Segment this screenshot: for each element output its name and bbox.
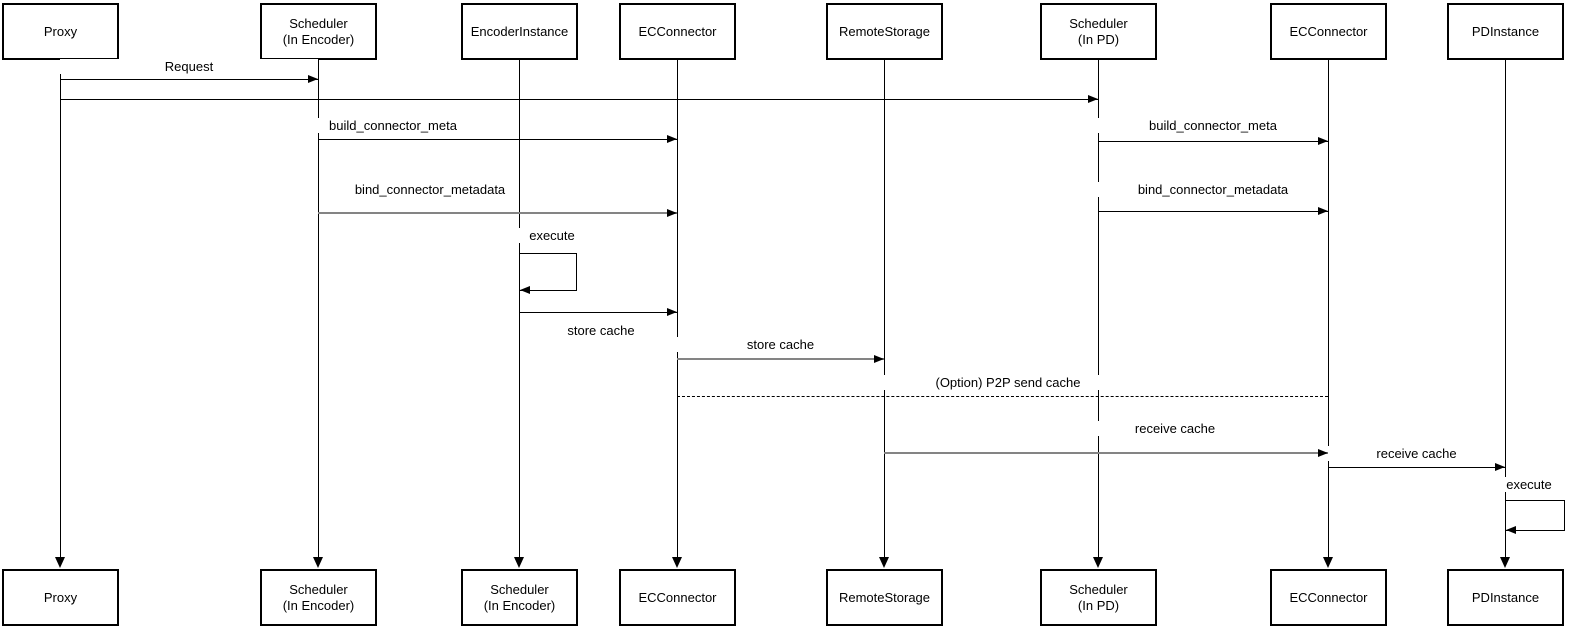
lifeline-pd-instance bbox=[1505, 60, 1506, 558]
lifeline-arrowhead-scheduler-in-pd bbox=[1093, 557, 1103, 568]
top-box-scheduler-in-encoder: Scheduler (In Encoder) bbox=[260, 3, 377, 60]
message-p2p-send-cache-line bbox=[677, 396, 1328, 397]
bottom-box-scheduler-in-encoder: Scheduler (In Encoder) bbox=[260, 569, 377, 626]
top-box-remote-storage-label: RemoteStorage bbox=[838, 23, 931, 39]
message-receive-cache-remote-label: receive cache bbox=[1095, 421, 1255, 436]
lifeline-scheduler-in-encoder bbox=[318, 60, 319, 558]
message-execute-encoder-loop bbox=[519, 253, 577, 291]
top-box-ec-connector-pd-label: ECConnector bbox=[1289, 23, 1368, 39]
top-box-pd-instance: PDInstance bbox=[1447, 3, 1564, 60]
lifeline-encoder-instance bbox=[519, 60, 520, 558]
bottom-box-scheduler-in-pd: Scheduler (In PD) bbox=[1040, 569, 1157, 626]
message-request-line bbox=[60, 79, 318, 80]
message-bind-connector-metadata-pd-line bbox=[1098, 211, 1328, 212]
message-receive-cache-remote-arrowhead bbox=[1318, 449, 1328, 457]
message-execute-pd-loop bbox=[1505, 500, 1565, 531]
message-execute-encoder-arrowhead bbox=[520, 286, 530, 294]
message-request-label: Request bbox=[60, 59, 318, 74]
message-store-cache-encoder-line bbox=[519, 312, 677, 313]
message-store-cache-encoder-label: store cache bbox=[541, 323, 661, 338]
message-receive-cache-pd-line bbox=[1328, 467, 1505, 468]
top-box-ec-connector-encoder-label: ECConnector bbox=[638, 23, 717, 39]
message-build-connector-meta-pd-line bbox=[1098, 141, 1328, 142]
message-bind-connector-metadata-encoder-label: bind_connector_metadata bbox=[350, 182, 510, 197]
bottom-box-pd-instance: PDInstance bbox=[1447, 569, 1564, 626]
top-box-pd-instance-label: PDInstance bbox=[1471, 23, 1540, 39]
message-receive-cache-pd-label: receive cache bbox=[1328, 446, 1505, 461]
message-build-connector-meta-pd-arrowhead bbox=[1318, 137, 1328, 145]
message-p2p-send-cache-label: (Option) P2P send cache bbox=[878, 375, 1138, 390]
bottom-box-pd-instance-label: PDInstance bbox=[1471, 589, 1540, 605]
message-execute-pd-arrowhead bbox=[1506, 526, 1516, 534]
message-bind-connector-metadata-encoder-arrowhead bbox=[667, 209, 677, 217]
lifeline-arrowhead-remote-storage bbox=[879, 557, 889, 568]
message-bind-connector-metadata-pd-arrowhead bbox=[1318, 207, 1328, 215]
lifeline-arrowhead-pd-instance bbox=[1500, 557, 1510, 568]
message-execute-pd-label: execute bbox=[1499, 477, 1559, 492]
top-box-proxy: Proxy bbox=[2, 3, 119, 60]
top-box-encoder-instance-label: EncoderInstance bbox=[470, 23, 569, 39]
message-store-cache-remote-label: store cache bbox=[677, 337, 884, 352]
bottom-box-ec-connector-encoder-label: ECConnector bbox=[638, 589, 717, 605]
bottom-box-remote-storage: RemoteStorage bbox=[826, 569, 943, 626]
message-receive-cache-pd-arrowhead bbox=[1495, 463, 1505, 471]
message-store-cache-remote-line bbox=[677, 358, 884, 360]
message-store-cache-remote-arrowhead bbox=[874, 355, 884, 363]
lifeline-arrowhead-encoder-instance bbox=[514, 557, 524, 568]
message-execute-encoder-label: execute bbox=[519, 228, 585, 243]
bottom-box-ec-connector-pd: ECConnector bbox=[1270, 569, 1387, 626]
top-box-remote-storage: RemoteStorage bbox=[826, 3, 943, 60]
top-box-scheduler-in-encoder-label: Scheduler (In Encoder) bbox=[282, 15, 355, 47]
lifeline-ec-connector-encoder bbox=[677, 60, 678, 558]
bottom-box-scheduler-in-encoder-label: Scheduler (In Encoder) bbox=[282, 581, 355, 613]
message-store-cache-encoder-arrowhead bbox=[667, 308, 677, 316]
bottom-box-proxy-label: Proxy bbox=[43, 589, 78, 605]
top-box-ec-connector-encoder: ECConnector bbox=[619, 3, 736, 60]
lifeline-arrowhead-ec-connector-encoder bbox=[672, 557, 682, 568]
lifeline-proxy bbox=[60, 60, 61, 558]
lifeline-arrowhead-ec-connector-pd bbox=[1323, 557, 1333, 568]
message-proxy-to-scheduler-pd-arrowhead bbox=[1088, 95, 1098, 103]
bottom-box-proxy: Proxy bbox=[2, 569, 119, 626]
top-box-scheduler-in-pd-label: Scheduler (In PD) bbox=[1069, 15, 1128, 47]
bottom-box-scheduler-in-pd-label: Scheduler (In PD) bbox=[1069, 581, 1128, 613]
top-box-encoder-instance: EncoderInstance bbox=[461, 3, 578, 60]
bottom-box-ec-connector-pd-label: ECConnector bbox=[1289, 589, 1368, 605]
lifeline-remote-storage bbox=[884, 60, 885, 558]
message-request-arrowhead bbox=[308, 75, 318, 83]
message-receive-cache-remote-line bbox=[884, 452, 1328, 454]
bottom-box-encoder-instance-label: Scheduler (In Encoder) bbox=[483, 581, 556, 613]
message-build-connector-meta-encoder-label: build_connector_meta bbox=[313, 118, 473, 133]
bottom-box-encoder-instance: Scheduler (In Encoder) bbox=[461, 569, 578, 626]
lifeline-arrowhead-scheduler-in-encoder bbox=[313, 557, 323, 568]
top-box-scheduler-in-pd: Scheduler (In PD) bbox=[1040, 3, 1157, 60]
message-bind-connector-metadata-pd-label: bind_connector_metadata bbox=[1098, 182, 1328, 197]
top-box-proxy-label: Proxy bbox=[43, 23, 78, 39]
message-build-connector-meta-encoder-line bbox=[318, 139, 677, 140]
lifeline-arrowhead-proxy bbox=[55, 557, 65, 568]
bottom-box-remote-storage-label: RemoteStorage bbox=[838, 589, 931, 605]
message-build-connector-meta-encoder-arrowhead bbox=[667, 135, 677, 143]
top-box-ec-connector-pd: ECConnector bbox=[1270, 3, 1387, 60]
lifeline-ec-connector-pd bbox=[1328, 60, 1329, 558]
bottom-box-ec-connector-encoder: ECConnector bbox=[619, 569, 736, 626]
message-proxy-to-scheduler-pd-line bbox=[60, 99, 1098, 100]
message-build-connector-meta-pd-label: build_connector_meta bbox=[1098, 118, 1328, 133]
lifeline-scheduler-in-pd bbox=[1098, 60, 1099, 558]
message-bind-connector-metadata-encoder-line bbox=[318, 212, 677, 214]
